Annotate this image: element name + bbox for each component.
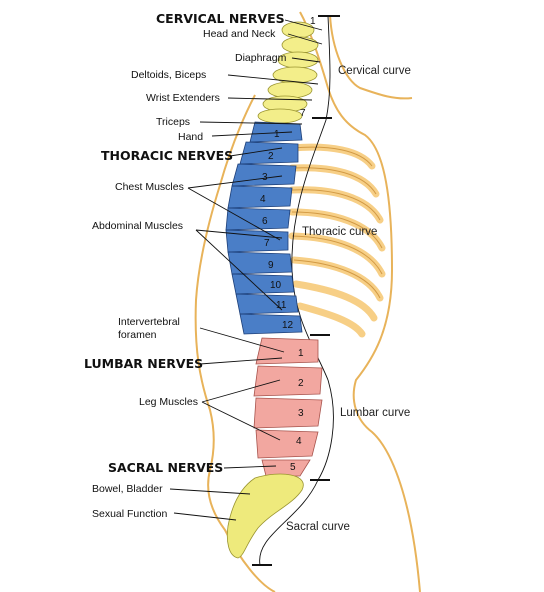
thoracic-nerves-title: THORACIC NERVES bbox=[101, 148, 233, 163]
label-leg-muscles: Leg Muscles bbox=[139, 396, 198, 408]
cervical-vertebra-numbers: 1 7 bbox=[300, 16, 316, 119]
vertebra-number: 4 bbox=[260, 194, 266, 205]
ribcage bbox=[288, 143, 386, 338]
label-intervertebral-foramen-text: Intervertebral bbox=[118, 316, 180, 328]
label-bowel-bladder: Bowel, Bladder bbox=[92, 483, 163, 495]
vertebra-number: 1 bbox=[310, 16, 316, 27]
thoracic-vertebra-numbers: 1 2 3 4 6 7 9 10 11 12 bbox=[260, 129, 294, 331]
label-wrist-extenders: Wrist Extenders bbox=[146, 92, 220, 104]
leader-lines bbox=[169, 19, 323, 521]
label-lumbar-curve: Lumbar curve bbox=[340, 407, 410, 419]
label-triceps: Triceps bbox=[156, 116, 190, 128]
vertebra-number: 2 bbox=[268, 151, 274, 162]
curve-tick-marks bbox=[252, 15, 340, 566]
vertebra-number: 3 bbox=[298, 408, 304, 419]
vertebra-number: 3 bbox=[262, 172, 268, 183]
label-hand: Hand bbox=[178, 131, 203, 143]
cervical-vertebrae bbox=[257, 21, 319, 124]
vertebra-number: 2 bbox=[298, 378, 304, 389]
sacrum bbox=[226, 473, 304, 559]
vertebra-number: 6 bbox=[262, 216, 268, 227]
vertebra-number: 1 bbox=[298, 348, 304, 359]
label-sacral-curve: Sacral curve bbox=[286, 521, 350, 533]
label-abdominal-muscles: Abdominal Muscles bbox=[92, 220, 183, 232]
label-chest-muscles: Chest Muscles bbox=[115, 181, 184, 193]
vertebra-number: 5 bbox=[290, 462, 296, 473]
lumbar-vertebrae bbox=[253, 337, 323, 477]
label-head-and-neck: Head and Neck bbox=[203, 28, 276, 40]
lumbar-vertebra-numbers: 1 2 3 4 5 bbox=[290, 348, 304, 473]
vertebra-number: 7 bbox=[264, 238, 270, 249]
body-outline bbox=[194, 11, 421, 592]
label-intervertebral-foramen: Intervertebral foramen bbox=[118, 316, 183, 341]
vertebra-number: 10 bbox=[270, 280, 282, 291]
vertebra-number: 12 bbox=[282, 320, 294, 331]
vertebra-number: 4 bbox=[296, 436, 302, 447]
label-intervertebral-foramen-line2: foramen bbox=[118, 329, 157, 341]
vertebra-number: 11 bbox=[276, 300, 287, 311]
vertebra-number: 7 bbox=[300, 108, 306, 119]
label-sexual-function: Sexual Function bbox=[92, 508, 167, 520]
label-diaphragm: Diaphragm bbox=[235, 52, 287, 64]
rib-outline bbox=[291, 146, 383, 299]
vertebra-number: 9 bbox=[268, 260, 274, 271]
lumbar-nerves-title: LUMBAR NERVES bbox=[84, 356, 203, 371]
thoracic-vertebrae bbox=[225, 121, 303, 335]
vertebra-number: 1 bbox=[274, 129, 280, 140]
label-thoracic-curve: Thoracic curve bbox=[302, 226, 377, 238]
sacral-nerves-title: SACRAL NERVES bbox=[108, 460, 223, 475]
label-cervical-curve: Cervical curve bbox=[338, 65, 411, 77]
spine-axis-line bbox=[259, 15, 334, 566]
label-deltoids-biceps: Deltoids, Biceps bbox=[131, 69, 206, 81]
cervical-nerves-title: CERVICAL NERVES bbox=[156, 11, 285, 26]
